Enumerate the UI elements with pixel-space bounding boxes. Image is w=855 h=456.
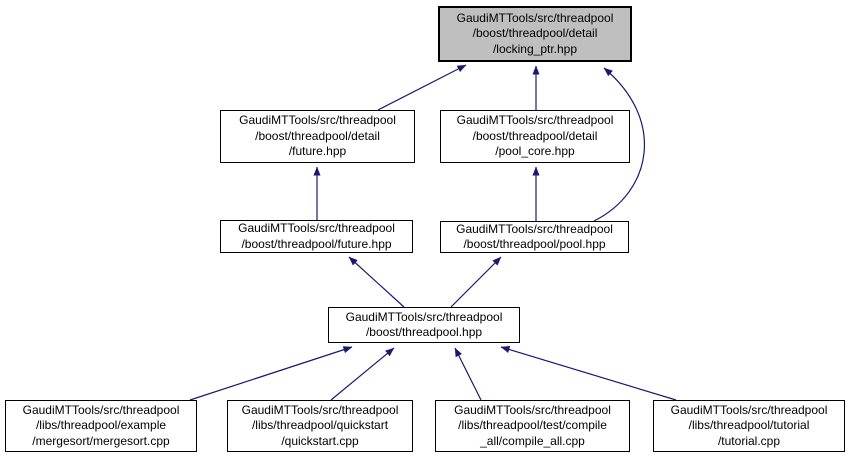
edge-pool-to-locking_ptr	[593, 67, 645, 222]
graph-node-future_detail[interactable]: GaudiMTTools/src/threadpool/boost/thread…	[220, 110, 415, 163]
node-label-line: /tutorial.cpp	[717, 433, 781, 448]
graph-node-mergesort[interactable]: GaudiMTTools/src/threadpool/libs/threadp…	[5, 400, 197, 452]
node-label-line: /boost/threadpool/detail	[255, 128, 380, 143]
node-label-line: GaudiMTTools/src/threadpool	[456, 221, 613, 236]
edge-quickstart-to-threadpool	[330, 347, 395, 401]
node-label-line: /locking_ptr.hpp	[492, 41, 578, 56]
graph-node-pool[interactable]: GaudiMTTools/src/threadpool/boost/thread…	[440, 221, 629, 253]
node-label-line: /mergesort/mergesort.cpp	[32, 433, 170, 448]
graph-node-future[interactable]: GaudiMTTools/src/threadpool/boost/thread…	[220, 220, 413, 253]
node-label-line: GaudiMTTools/src/threadpool	[454, 402, 611, 417]
edge-threadpool-to-pool	[450, 256, 502, 308]
node-label-line: GaudiMTTools/src/threadpool	[456, 10, 614, 25]
node-label-line: /boost/threadpool/detail	[472, 128, 598, 143]
graph-node-pool_core[interactable]: GaudiMTTools/src/threadpool/boost/thread…	[440, 110, 630, 163]
graph-node-threadpool[interactable]: GaudiMTTools/src/threadpool/boost/thread…	[328, 307, 520, 343]
node-label-line: /boost/threadpool/future.hpp	[241, 236, 392, 251]
node-label-line: GaudiMTTools/src/threadpool	[345, 309, 503, 324]
dependency-edges	[189, 64, 677, 401]
node-label-line: GaudiMTTools/src/threadpool	[238, 221, 395, 235]
node-label-line: /libs/threadpool/tutorial	[688, 418, 810, 433]
node-label-line: GaudiMTTools/src/threadpool	[241, 402, 399, 417]
graph-node-locking_ptr: GaudiMTTools/src/threadpool/boost/thread…	[438, 6, 632, 62]
node-label-line: _all/compile_all.cpp	[480, 433, 585, 448]
node-label-line: /libs/threadpool/test/compile	[458, 418, 607, 433]
graph-node-compile_all[interactable]: GaudiMTTools/src/threadpool/libs/threadp…	[435, 400, 630, 452]
node-label-line: /boost/threadpool.hpp	[365, 325, 483, 339]
edge-compile_all-to-threadpool	[454, 347, 482, 401]
node-label-line: /libs/threadpool/example	[35, 418, 167, 433]
node-label-line: GaudiMTTools/src/threadpool	[22, 402, 180, 417]
node-label-line: GaudiMTTools/src/threadpool	[456, 113, 614, 128]
node-label-line: /future.hpp	[288, 144, 347, 159]
edge-future_detail-to-locking_ptr	[377, 64, 467, 111]
node-label-line: GaudiMTTools/src/threadpool	[239, 113, 396, 128]
edge-threadpool-to-future	[348, 256, 405, 308]
graph-node-quickstart[interactable]: GaudiMTTools/src/threadpool/libs/threadp…	[227, 400, 413, 452]
edge-mergesort-to-threadpool	[189, 346, 353, 401]
node-label-line: /boost/threadpool/detail	[472, 26, 598, 41]
node-label-line: /quickstart.cpp	[281, 433, 359, 448]
node-label-line: /boost/threadpool/pool.hpp	[463, 237, 606, 251]
node-label-line: /libs/threadpool/quickstart	[251, 418, 389, 433]
edge-tutorial-to-threadpool	[500, 346, 677, 401]
graph-node-tutorial[interactable]: GaudiMTTools/src/threadpool/libs/threadp…	[653, 400, 845, 452]
node-label-line: /pool_core.hpp	[495, 144, 575, 159]
node-label-line: GaudiMTTools/src/threadpool	[670, 402, 828, 417]
